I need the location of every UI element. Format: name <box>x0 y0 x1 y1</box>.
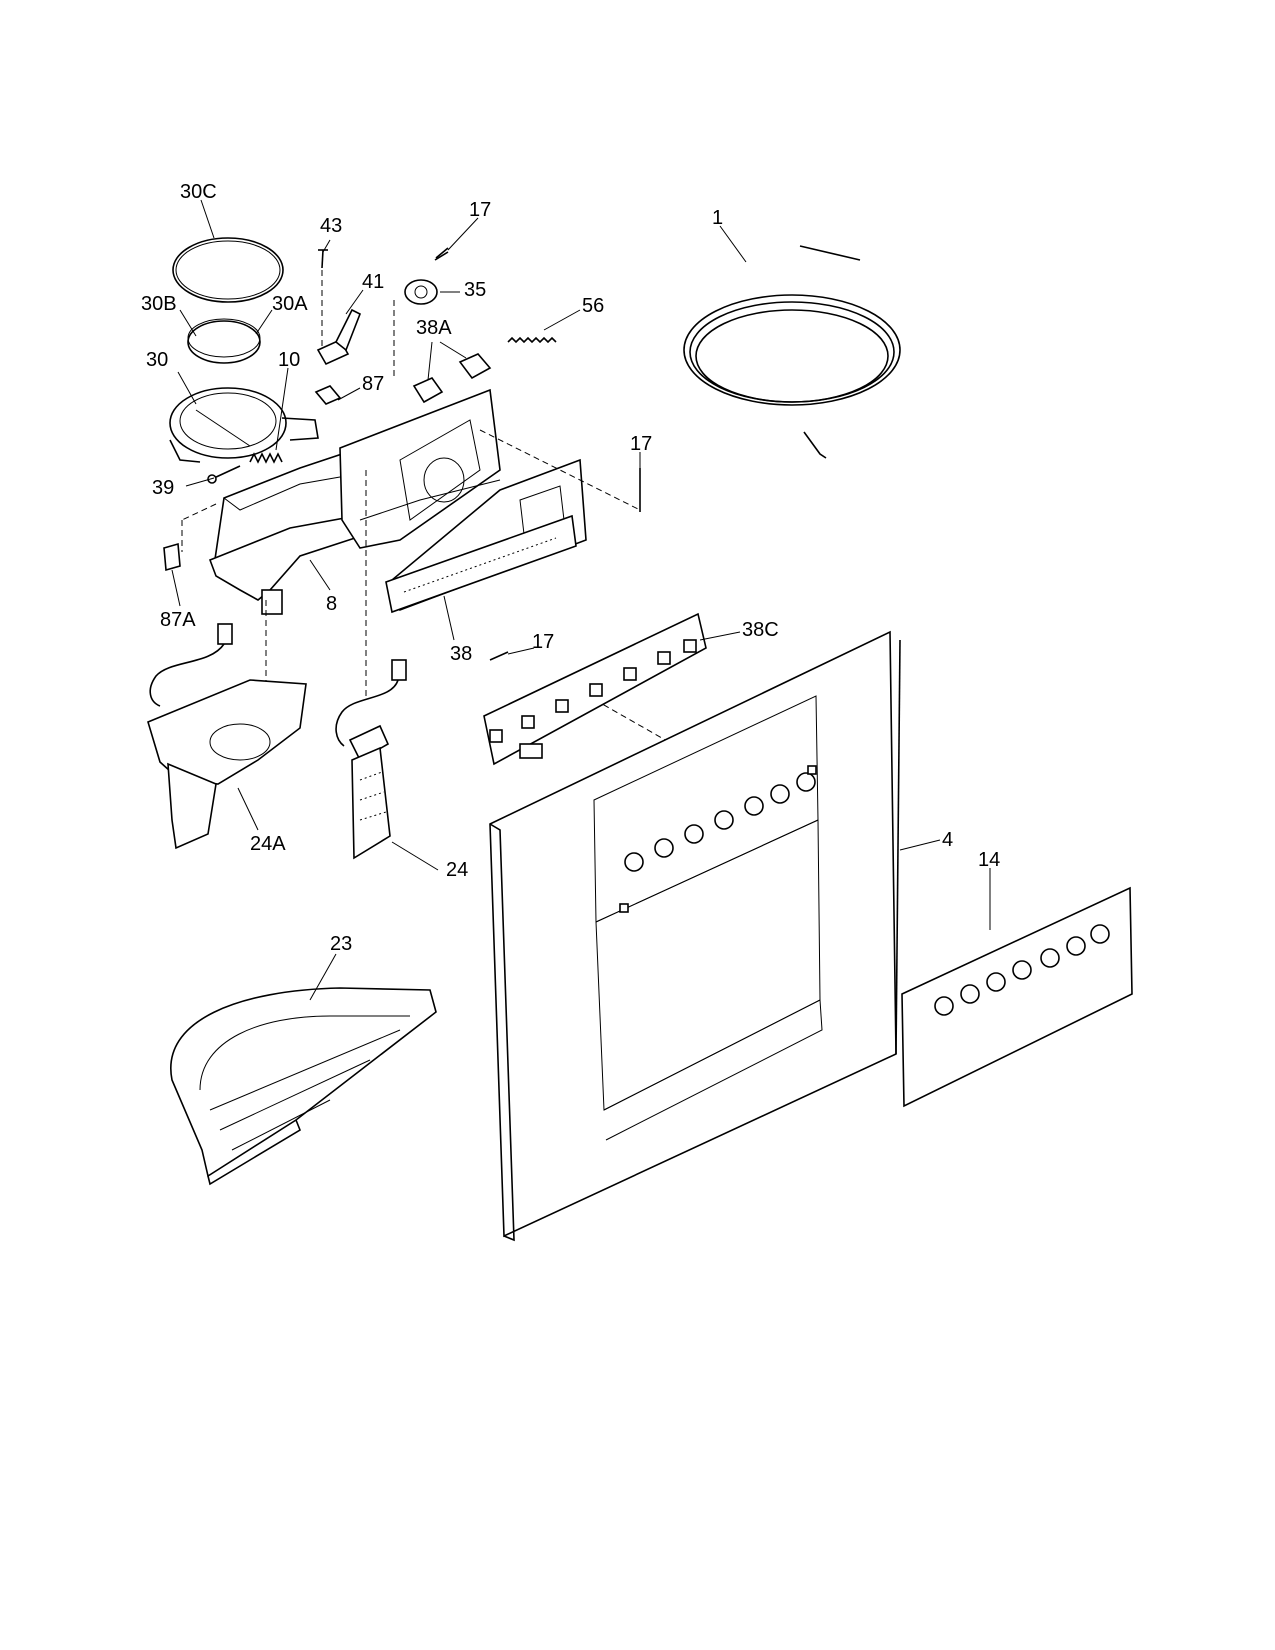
leader-lines <box>171 199 991 1001</box>
callout-17-mid: 17 <box>532 631 554 653</box>
part-56-spring <box>507 336 557 344</box>
callout-39: 39 <box>152 477 174 499</box>
part-35-motor <box>404 251 449 305</box>
part-17-screws <box>435 247 641 661</box>
callout-23: 23 <box>330 933 352 955</box>
part-1-tubing <box>683 245 901 459</box>
part-14-overlay <box>901 886 1133 1108</box>
callout-8: 8 <box>326 593 337 615</box>
callout-38: 38 <box>450 643 472 665</box>
callout-labels: 30C 43 17 1 41 35 30B 30A 56 38A 30 10 8… <box>141 181 1000 955</box>
part-23-drip-tray <box>170 987 437 1186</box>
front-panel-buttons <box>624 772 816 872</box>
part-30c-ring <box>172 237 284 303</box>
callout-41: 41 <box>362 271 384 293</box>
part-chute-frame <box>339 388 501 549</box>
part-87a-clip <box>163 542 181 572</box>
callout-24: 24 <box>446 859 468 881</box>
part-4-front-panel <box>489 630 901 1242</box>
part-30b-lens <box>187 318 261 364</box>
part-43-screw <box>318 249 328 269</box>
part-10-spring <box>249 452 283 464</box>
callout-38a: 38A <box>416 317 452 339</box>
part-87-clip <box>314 385 342 405</box>
callout-30a: 30A <box>272 293 308 315</box>
part-30-housing <box>169 387 319 463</box>
part-38a-switches <box>412 353 492 404</box>
callout-4: 4 <box>942 829 953 851</box>
callout-10: 10 <box>278 349 300 371</box>
callout-87a: 87A <box>160 609 196 631</box>
part-39-pin <box>207 465 241 484</box>
callout-30c: 30C <box>180 181 217 203</box>
part-24a-chute <box>147 623 307 850</box>
part-24-actuator <box>335 659 407 860</box>
callout-87: 87 <box>362 373 384 395</box>
callout-24a: 24A <box>250 833 286 855</box>
callout-14: 14 <box>978 849 1000 871</box>
callout-43: 43 <box>320 215 342 237</box>
callout-56: 56 <box>582 295 604 317</box>
callout-17-top: 17 <box>469 199 491 221</box>
part-38-board <box>385 458 587 614</box>
part-38c-switchboard <box>483 612 707 766</box>
callout-17-right: 17 <box>630 433 652 455</box>
callout-30: 30 <box>146 349 168 371</box>
callout-38c: 38C <box>742 619 779 641</box>
callout-1: 1 <box>712 207 723 229</box>
callout-35: 35 <box>464 279 486 301</box>
part-41-bracket <box>316 308 362 366</box>
callout-30b: 30B <box>141 293 177 315</box>
